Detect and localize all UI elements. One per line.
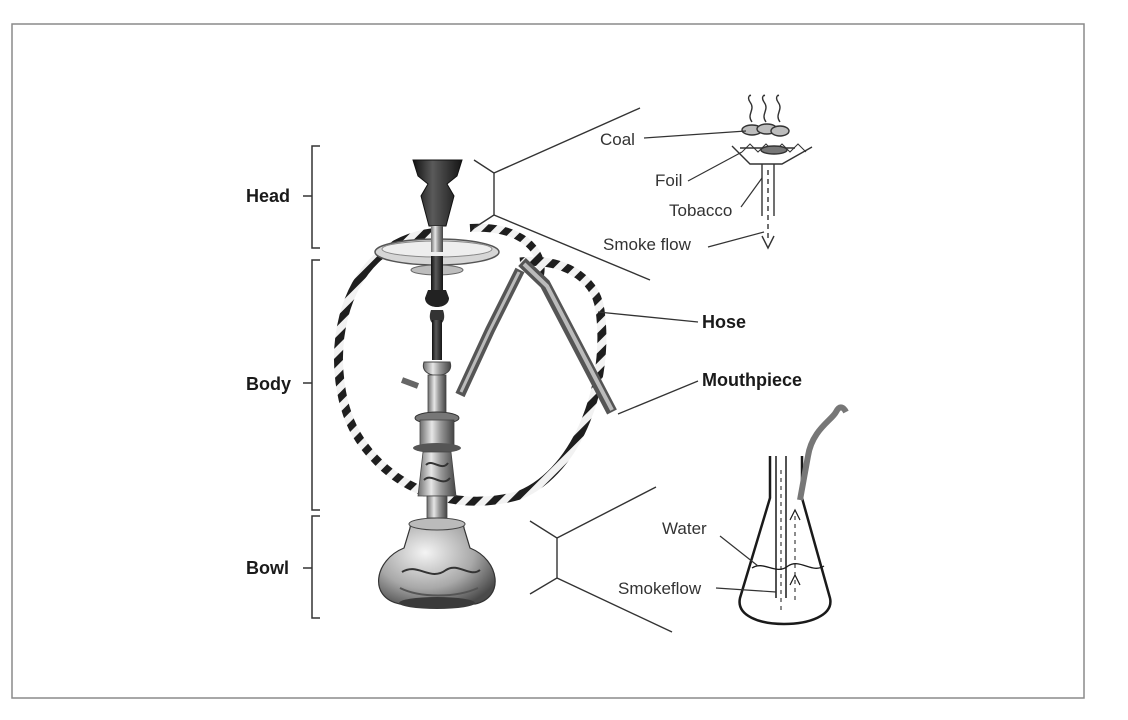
label-water: Water — [662, 519, 707, 538]
section-label-bowl: Bowl — [246, 558, 289, 578]
label-tobacco: Tobacco — [669, 201, 733, 220]
hose — [334, 223, 607, 506]
head-detail-drawing — [731, 94, 813, 250]
head-detail-pointers — [643, 130, 765, 248]
label-smokeflow: Smokeflow — [618, 579, 702, 598]
label-foil: Foil — [655, 171, 683, 190]
bowl-detail-drawing — [738, 404, 849, 626]
hose-wands — [455, 258, 617, 415]
label-coal: Coal — [600, 130, 635, 149]
callout-label-hose: Hose — [702, 312, 747, 332]
label-smoke-flow: Smoke flow — [603, 235, 691, 254]
callout-label-mouthpiece: Mouthpiece — [702, 370, 803, 390]
section-brackets — [303, 145, 320, 619]
callout-pointers — [597, 311, 699, 415]
hookah-photo — [374, 159, 500, 609]
section-label-head: Head — [246, 186, 291, 206]
head-zoom-lines — [473, 107, 651, 281]
section-label-body: Body — [246, 374, 291, 394]
bowl-detail-pointers — [715, 535, 777, 593]
bowl-zoom-lines — [529, 486, 673, 633]
figure-frame — [11, 23, 1085, 699]
